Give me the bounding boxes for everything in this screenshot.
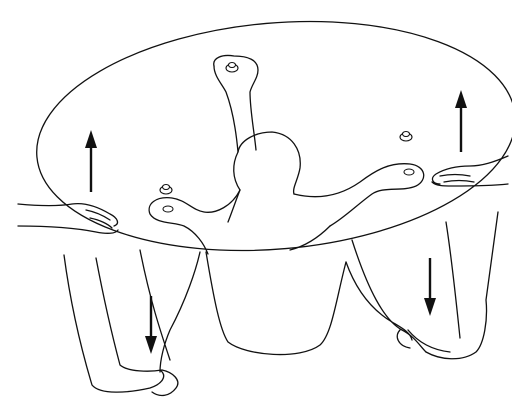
arrow-down-right — [424, 258, 436, 316]
figure-lower-body — [160, 252, 412, 372]
figure-upper-body — [149, 55, 424, 254]
disc-pegs — [160, 63, 412, 195]
peg-left — [160, 185, 172, 195]
left-hand — [18, 204, 118, 234]
arrow-up-left — [85, 130, 97, 192]
holder-left-legs — [64, 250, 178, 395]
right-hand — [432, 156, 508, 186]
arrow-down-left — [145, 296, 157, 354]
holder-right-legs — [352, 212, 498, 359]
peg-top — [226, 63, 238, 73]
peg-right — [400, 132, 412, 142]
disc — [27, 3, 512, 270]
arrow-up-right — [455, 90, 467, 152]
